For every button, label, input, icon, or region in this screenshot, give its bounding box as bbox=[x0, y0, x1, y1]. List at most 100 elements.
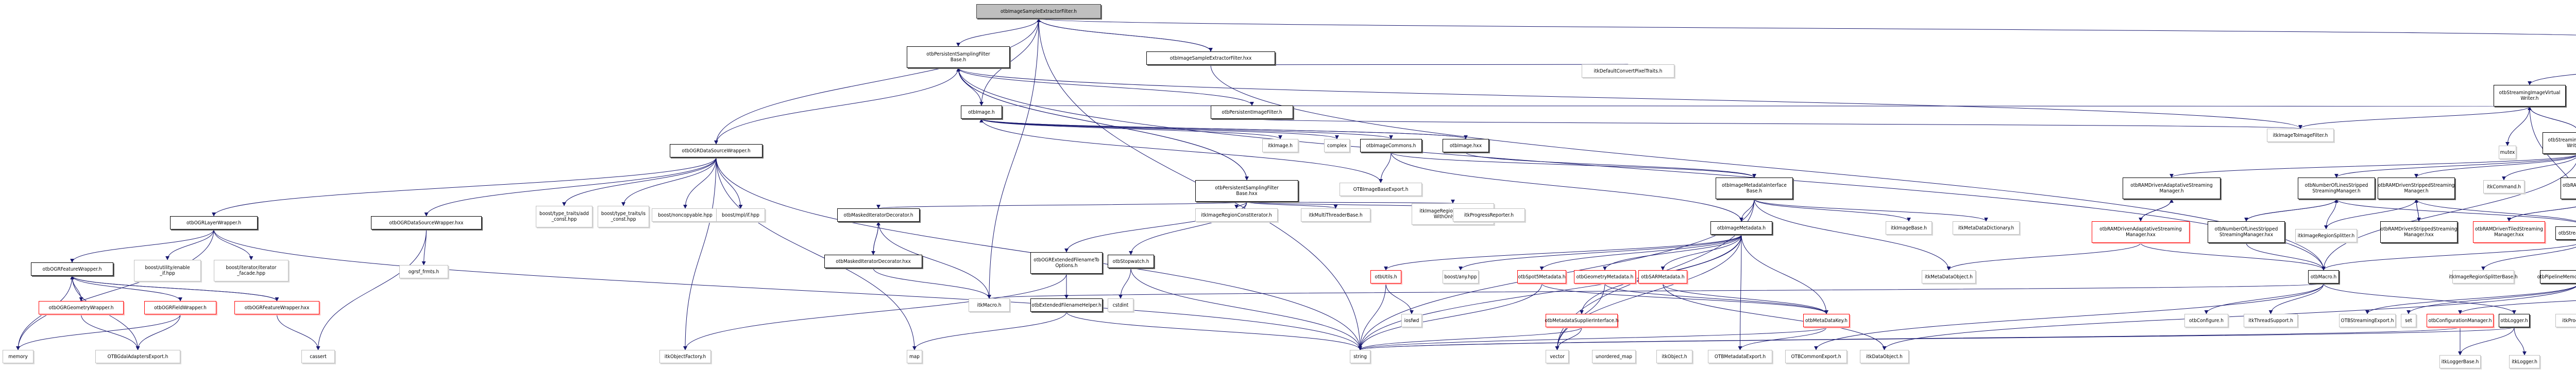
graph-node-pif-h[interactable]: otbPersistentImageFilter.h bbox=[1211, 105, 1293, 119]
graph-node-nolss-hxx[interactable]: otbNumberOfLinesStripped StreamingManage… bbox=[2208, 221, 2285, 243]
edge-pmpc-to-itkDataObject bbox=[1882, 286, 2576, 350]
graph-node-memory: memory bbox=[3, 350, 33, 363]
edge-otbImgMeta-to-geomMeta bbox=[1603, 234, 1742, 271]
graph-node-otbimgmeta[interactable]: otbImageMetadata.h bbox=[1710, 221, 1772, 235]
edge-otbLogger-to-string bbox=[1358, 327, 2515, 350]
graph-node-unordered-map: unordered_map bbox=[1592, 350, 1636, 363]
graph-node-ramadapt-hxx[interactable]: otbRAMDrivenAdaptativeStreaming Manager.… bbox=[2092, 221, 2190, 243]
graph-node-ramstrip-h[interactable]: otbRAMDrivenStrippedStreaming Manager.h bbox=[2378, 178, 2455, 199]
graph-node-cfgmgr[interactable]: otbConfigurationManager.h bbox=[2427, 314, 2494, 327]
graph-node-cstdint: cstdint bbox=[1108, 298, 1133, 312]
graph-node-itki2i: itkImageToImageFilter.h bbox=[2267, 129, 2334, 142]
graph-node-ogrfieldw[interactable]: otbOGRFieldWrapper.h bbox=[144, 301, 216, 314]
graph-node-geommeta[interactable]: otbGeometryMetadata.h bbox=[1574, 270, 1636, 284]
graph-node-itkcommand: itkCommand.h bbox=[2483, 180, 2524, 193]
edge-imgCommons-to-otbImgMeta bbox=[1391, 152, 1743, 222]
graph-node-psfb-hxx[interactable]: otbPersistentSamplingFilter Base.hxx bbox=[1195, 180, 1298, 202]
graph-node-otbstreamingexport: OTBStreamingExport.h bbox=[2339, 314, 2396, 327]
graph-node-otbutils[interactable]: otbUtils.h bbox=[1370, 270, 1401, 284]
graph-node-streammgr-h[interactable]: otbStreamingManager.h bbox=[2555, 226, 2576, 240]
graph-node-root[interactable]: otbImageSampleExtractorFilter.h bbox=[976, 4, 1101, 19]
edge-psfb_h-to-itkI2I bbox=[958, 67, 2302, 129]
graph-node-ogrdsw-hxx[interactable]: otbOGRDataSourceWrapper.hxx bbox=[371, 216, 482, 229]
edge-sivw_hxx-to-itkCommand bbox=[2502, 157, 2576, 181]
graph-node-itkdcpt: itkDefaultConvertPixelTraits.h bbox=[1582, 64, 1674, 78]
edge-otbImage_h-to-OTBImageBaseExport bbox=[981, 118, 1383, 183]
edge-ogrlw_h-to-b_enableif bbox=[165, 229, 214, 260]
graph-node-psfb-h[interactable]: otbPersistentSamplingFilter Base.h bbox=[907, 46, 1010, 68]
graph-node-itkirsb: itkImageRegionSplitterBase.h bbox=[2449, 270, 2518, 284]
graph-node-otbgdal: OTBGdalAdaptersExport.h bbox=[95, 350, 180, 363]
graph-node-maskit-hxx[interactable]: otbMaskedIteratorDecorator.hxx bbox=[824, 255, 922, 268]
graph-node-bt-isconst: boost/type_traits/is _const.hpp bbox=[598, 206, 649, 227]
graph-node-imgcommons[interactable]: otbImageCommons.h bbox=[1360, 139, 1422, 152]
graph-node-b-iterfacade: boost/iterator/iterator _facade.hpp bbox=[214, 260, 289, 281]
graph-node-itkimage-h: itkImage.h bbox=[1262, 139, 1298, 152]
edge-otbImage_h-to-complex bbox=[981, 118, 1339, 139]
graph-node-ogrdsw-h[interactable]: otbOGRDataSourceWrapper.h bbox=[670, 144, 762, 157]
graph-node-sarmeta[interactable]: otbSARMetadata.h bbox=[1638, 270, 1687, 284]
graph-node-ogrlw-h[interactable]: otbOGRLayerWrapper.h bbox=[170, 216, 258, 229]
graph-node-mdsi[interactable]: otbMetadataSupplierInterface.h bbox=[1545, 314, 1619, 327]
edge-spot5-to-mdKey bbox=[1541, 283, 1828, 314]
graph-node-ogrfw-hxx[interactable]: otbOGRFeatureWrapper.hxx bbox=[234, 301, 319, 314]
graph-node-otbmacro[interactable]: otbMacro.h bbox=[2308, 270, 2339, 284]
edge-root-to-ogrdsw_h bbox=[714, 18, 1039, 145]
edge-ogrExtFn-to-itkObjFactory bbox=[683, 273, 1067, 350]
graph-node-ogrextfn[interactable]: otbOGRExtendedFilenameTo Options.h bbox=[1030, 252, 1103, 274]
graph-node-itkobjfactory: itkObjectFactory.h bbox=[659, 350, 711, 363]
edge-psfb_hxx-to-maskIt_h bbox=[876, 201, 1247, 209]
graph-node-otblogger[interactable]: otbLogger.h bbox=[2499, 314, 2530, 327]
graph-node-sivw-hxx[interactable]: otbStreamingImageVirtual Writer.hxx bbox=[2543, 132, 2576, 154]
graph-node-itkimagebase: itkImageBase.h bbox=[1886, 221, 1932, 235]
edge-otbMacro-to-itkThreadSupport bbox=[2268, 283, 2324, 314]
graph-node-ramtiled-h[interactable]: otbRAMDrivenTiledStreaming Manager.h bbox=[2561, 178, 2576, 199]
edge-sivw_h-to-mutex bbox=[2505, 106, 2530, 146]
graph-node-itkirci: itkImageRegionConstIterator.h bbox=[1195, 208, 1278, 222]
edge-sivw_hxx-to-ramAdapt_h bbox=[2170, 155, 2576, 178]
graph-node-otbimage-hxx[interactable]: otbImage.hxx bbox=[1443, 139, 1489, 152]
edge-sivw_hxx-to-nolss_h bbox=[2334, 155, 2576, 178]
graph-node-ramadapt-h[interactable]: otbRAMDrivenAdaptativeStreaming Manager.… bbox=[2123, 178, 2221, 199]
edge-ogrlw_h-to-b_iterfacade bbox=[213, 229, 253, 260]
edge-mdsi-to-vector bbox=[1555, 327, 1582, 350]
graph-node-pmpc[interactable]: otbPipelineMemoryPrintCalculator.h bbox=[2537, 270, 2576, 284]
graph-node-maskit-h[interactable]: otbMaskedIteratorDecorator.h bbox=[837, 208, 920, 222]
edge-psfb_hxx-to-itkMTB bbox=[1246, 201, 1338, 209]
graph-node-ogrgw[interactable]: otbOGRGeometryWrapper.h bbox=[39, 301, 124, 314]
edge-ogrdsw_h-to-b_noncopy bbox=[683, 157, 717, 209]
graph-node-imibase[interactable]: otbImageMetadataInterface Base.h bbox=[1716, 178, 1793, 199]
edge-imiBase-to-itkImageBase bbox=[1754, 199, 1911, 222]
edge-otbLogger-to-itkLoggerBase bbox=[2458, 327, 2515, 356]
edge-otbImgMeta-to-OTBMetadataExport bbox=[1738, 234, 1742, 350]
graph-node-mdkey[interactable]: otbMetaDataKey.h bbox=[1803, 314, 1850, 327]
edge-otbImage_h-to-imgCommons bbox=[981, 118, 1393, 139]
graph-node-nolss-h[interactable]: otbNumberOfLinesStripped StreamingManage… bbox=[2298, 178, 2375, 199]
graph-node-cassert: cassert bbox=[301, 350, 335, 363]
edge-pif_h-to-itkI2I bbox=[1251, 118, 2302, 129]
edge-sivw_h-to-sivw_hxx bbox=[2529, 106, 2576, 128]
graph-node-ogrfw-h[interactable]: otbOGRFeatureWrapper.h bbox=[31, 262, 113, 276]
edge-stopwatch-to-string bbox=[1130, 268, 1362, 350]
edge-streamMgr_h-to-otbMacro bbox=[2321, 244, 2576, 271]
graph-node-ramtiled-hxx[interactable]: otbRAMDrivenTiledStreaming Manager.hxx bbox=[2473, 221, 2545, 243]
edge-nolss_hxx-to-nolss_h bbox=[2246, 199, 2338, 222]
graph-node-isef-hxx[interactable]: otbImageSampleExtractorFilter.hxx bbox=[1146, 51, 1275, 65]
graph-node-ramstrip-hxx[interactable]: otbRAMDrivenStrippedStreaming Manager.hx… bbox=[2380, 221, 2458, 243]
edge-pmpc-to-set bbox=[2406, 286, 2576, 314]
graph-node-otbimagebaseexport: OTBImageBaseExport.h bbox=[1340, 183, 1422, 196]
edge-sivw_h-to-streamMgr_h bbox=[2529, 106, 2576, 189]
edge-otbImgMeta-to-spot5 bbox=[1539, 234, 1742, 271]
edge-root-to-psfb_h bbox=[956, 18, 1039, 47]
graph-node-otbimage-h[interactable]: otbImage.h bbox=[961, 105, 1002, 119]
graph-node-stopwatch[interactable]: otbStopwatch.h bbox=[1108, 255, 1154, 268]
edge-otbImgMeta-to-vector bbox=[1555, 234, 1742, 350]
graph-node-sivw-h[interactable]: otbStreamingImageVirtual Writer.h bbox=[2494, 85, 2566, 107]
edge-streamMgr_hxx-to-cfgMgr bbox=[2458, 300, 2576, 314]
edge-ogrdsw_h-to-itkObjFactory bbox=[683, 157, 717, 350]
edge-ogrdsw_h-to-bt_addconst bbox=[562, 157, 717, 206]
graph-node-spot5[interactable]: otbSpot5Metadata.h bbox=[1517, 270, 1566, 284]
graph-node-extfnhelper[interactable]: otbExtendedFilenameHelper.h bbox=[1030, 298, 1103, 312]
edge-otbImage_hxx-to-imiBase bbox=[1465, 152, 1756, 178]
